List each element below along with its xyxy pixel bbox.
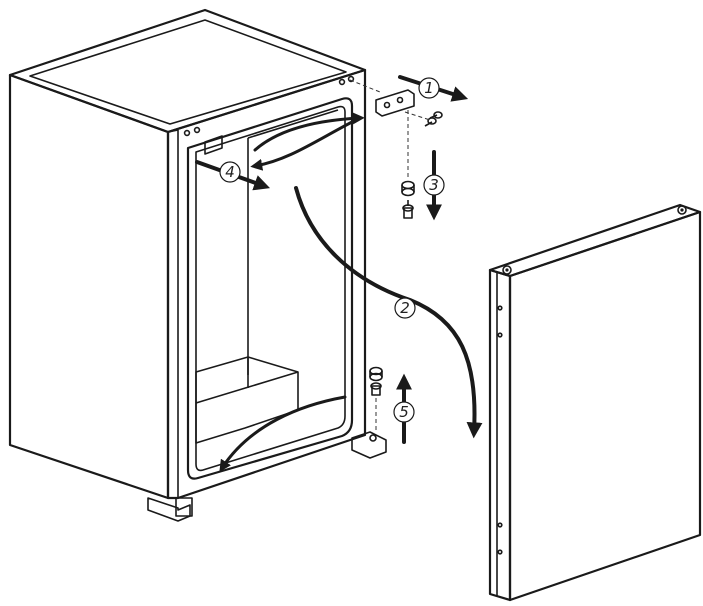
step-3-badge: 3 <box>423 174 445 196</box>
step-2-number: 2 <box>400 299 410 317</box>
step-5-number: 5 <box>399 403 409 421</box>
inner-bottom-curve-arrow <box>219 395 347 473</box>
step-2-badge: 2 <box>394 297 416 319</box>
cabinet-left-side <box>8 73 170 500</box>
door-top <box>488 203 702 278</box>
step-3-number: 3 <box>429 176 439 194</box>
inner-top-curve-arrows <box>250 112 365 171</box>
top-hinge-bracket <box>375 89 415 117</box>
cabinet-top <box>8 8 367 134</box>
bottom-pin-icon <box>369 366 383 396</box>
hinge-screw-icon <box>429 111 443 119</box>
foot-left <box>147 497 191 522</box>
cabinet-top-inner <box>29 19 347 125</box>
step-4-number: 4 <box>225 163 235 181</box>
compressor-step <box>195 356 299 444</box>
door-hole-top-left <box>502 265 512 275</box>
step-1-number: 1 <box>424 79 434 97</box>
foot-front <box>175 497 193 517</box>
top-hinge-parts <box>349 79 443 219</box>
cabinet-opening <box>186 97 354 480</box>
cabinet <box>8 8 387 522</box>
step-5-badge: 5 <box>393 401 415 423</box>
door <box>488 203 702 602</box>
hinge-cover-plate <box>204 135 223 155</box>
bottom-hinge-parts <box>369 366 383 433</box>
step-1-badge: 1 <box>418 77 440 99</box>
door-hole-top-right <box>677 205 687 215</box>
step-4-badge: 4 <box>219 161 241 183</box>
cabinet-front-frame <box>166 68 367 500</box>
door-front <box>508 210 702 602</box>
bottom-hinge <box>351 431 387 459</box>
step-2-arrow <box>294 186 483 439</box>
hinge-pin-icon <box>401 180 415 219</box>
